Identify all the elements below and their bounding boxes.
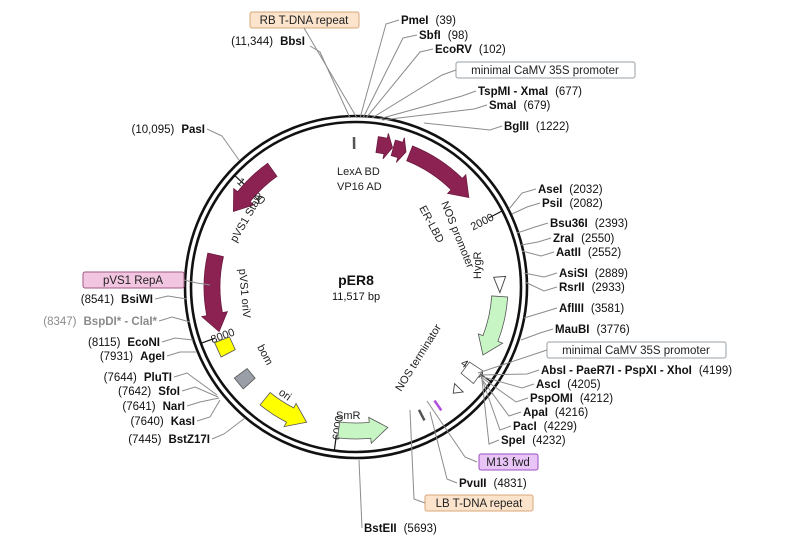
site-bsteii: BstEII(5693) <box>364 523 437 535</box>
feature-minimal-camv-35s-promoter <box>452 382 465 394</box>
boxed-label-camv-35s-bottom: minimal CaMV 35S promoter <box>546 341 727 359</box>
tick-mark <box>200 337 216 344</box>
site-bstz17i: (7445)BstZ17I <box>128 434 210 446</box>
site-afliii: AflIII(3581) <box>559 303 624 315</box>
site-bbsi: (11,344)BbsI <box>231 36 305 48</box>
svg-text:M13 fwd: M13 fwd <box>486 457 529 469</box>
site-spei: SpeI(4232) <box>501 435 566 447</box>
boxed-label-rb-t-dna: RB T-DNA repeat <box>249 11 360 29</box>
feature-hygr <box>477 295 509 356</box>
site-pluti: (7644)PluTI <box>104 372 172 384</box>
feature-label-lexa-bd: LexA BD <box>337 166 380 178</box>
backbone-inner <box>189 120 523 454</box>
site-bglii: BglII(1222) <box>504 121 569 133</box>
site-bsiwi: (8541)BsiWI <box>81 294 153 306</box>
site-smai: SmaI(679) <box>489 100 551 112</box>
plasmid-length: 11,517 bp <box>332 291 380 303</box>
tick-mark <box>234 174 246 186</box>
feature-label-ori: ori <box>276 387 293 404</box>
feature-label-bom: bom <box>254 343 275 368</box>
boxed-label-lb-t-dna: LB T-DNA repeat <box>424 494 534 512</box>
feature-label-pvs1-oriv: pVS1 oriV <box>236 268 252 319</box>
boxed-label-pvs1-repa: pVS1 RepA <box>82 271 185 289</box>
site-bspdi-clai: (8347)BspDI* - ClaI* <box>43 316 157 328</box>
site-zrai: ZraI(2550) <box>553 233 615 245</box>
site-agei: (7931)AgeI <box>100 351 165 363</box>
tick-mark <box>488 210 503 219</box>
tick-mark <box>333 435 337 451</box>
static-leaders <box>154 19 558 529</box>
feature-lb-t-dna-repeat <box>417 409 426 422</box>
site-apai: ApaI(4216) <box>523 407 588 419</box>
feature-pvs1-repa <box>200 252 229 333</box>
feature-m13-fwd <box>433 399 443 412</box>
svg-text:LB T-DNA repeat: LB T-DNA repeat <box>436 498 524 510</box>
feature-label-hygr: HygR <box>472 251 484 279</box>
site-nari: (7641)NarI <box>122 401 185 413</box>
feature-lexa-bd <box>375 133 393 160</box>
site-pasi: (10,095)PasI <box>131 124 205 136</box>
feature-ori <box>259 391 308 428</box>
site-asci: AscI(4205) <box>536 379 601 391</box>
site-paci: PacI(4229) <box>513 421 577 433</box>
site-asei: AseI(2032) <box>538 184 603 196</box>
site-kasi: (7640)KasI <box>130 416 195 428</box>
feature-pvs1-oriv <box>214 336 236 358</box>
tick-label: 2000 <box>469 211 496 233</box>
boxed-label-camv-35s-top: minimal CaMV 35S promoter <box>455 61 636 79</box>
feature-label-nos-terminator: NOS terminator <box>393 322 444 393</box>
feature-label-smr: SmR <box>336 410 361 422</box>
svg-text:pVS1 RepA: pVS1 RepA <box>103 275 163 287</box>
svg-text:minimal CaMV 35S promoter: minimal CaMV 35S promoter <box>562 345 710 357</box>
site-aatii: AatII(2552) <box>556 247 621 259</box>
site-pspomi: PspOMI(4212) <box>530 393 613 405</box>
site-pvuii: PvuII(4831) <box>459 478 527 490</box>
features <box>200 133 509 445</box>
site-sbfi: SbfI(98) <box>419 30 468 42</box>
site-rsrii: RsrII(2933) <box>559 282 625 294</box>
site-maubi: MauBI(3776) <box>555 324 630 336</box>
feature-nos-terminator <box>460 361 484 385</box>
boxed-label-m13-fwd: M13 fwd <box>478 453 539 471</box>
feature-label-vp16-ad: VP16 AD <box>337 181 382 193</box>
plasmid-name: pER8 <box>338 272 374 288</box>
feature-vp16-ad <box>390 137 407 163</box>
feature-er-lbd <box>406 145 470 199</box>
site-econi: (8115)EcoNI <box>88 337 160 349</box>
site-ecorv: EcoRV(102) <box>435 44 506 56</box>
site-pmei: PmeI(39) <box>401 15 456 27</box>
site-psii: PsiI(2082) <box>542 198 603 210</box>
site-tspmi-xmai: TspMI - XmaI(677) <box>478 86 582 98</box>
site-bsu36i: Bsu36I(2393) <box>550 218 628 230</box>
svg-text:RB T-DNA repeat: RB T-DNA repeat <box>260 15 349 27</box>
site-absi-xhoi: AbsI - PaeR7I - PspXI - XhoI(4199) <box>541 365 732 377</box>
feature-bom <box>233 367 256 390</box>
svg-text:minimal CaMV 35S promoter: minimal CaMV 35S promoter <box>471 65 619 77</box>
site-sfoi: (7642)SfoI <box>118 386 180 398</box>
site-asisi: AsiSI(2889) <box>559 268 628 280</box>
feature-pvs1-staa <box>232 162 278 213</box>
feature-nos-promoter <box>493 275 507 294</box>
feature-smr <box>337 416 389 445</box>
